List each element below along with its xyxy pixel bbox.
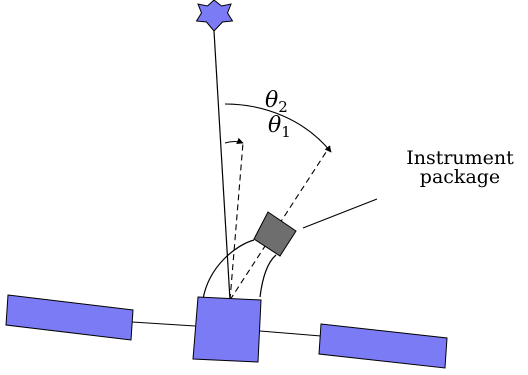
right-boom-line: [259, 330, 322, 337]
theta2-label: θ2: [265, 88, 288, 116]
instrument-package: [253, 211, 297, 257]
left-boom-line: [131, 321, 196, 327]
instrument-callout-line: [302, 198, 378, 229]
theta1-label: θ1: [268, 113, 291, 141]
boom-outer-arc: [202, 239, 255, 300]
boom-inner-arc: [259, 254, 277, 298]
theta2-arc: [224, 103, 332, 153]
left-solar-panel: [5, 294, 134, 341]
line-of-sight: [213, 30, 231, 301]
pointing-line-theta1: [229, 142, 244, 301]
theta1-arc: [224, 137, 244, 145]
instrument-label-line1: Instrument: [406, 147, 514, 169]
instrument-label-line2: package: [420, 166, 500, 188]
six-point-star-icon: [195, 0, 234, 32]
right-solar-panel: [318, 323, 448, 369]
spacecraft-body: [192, 296, 262, 363]
